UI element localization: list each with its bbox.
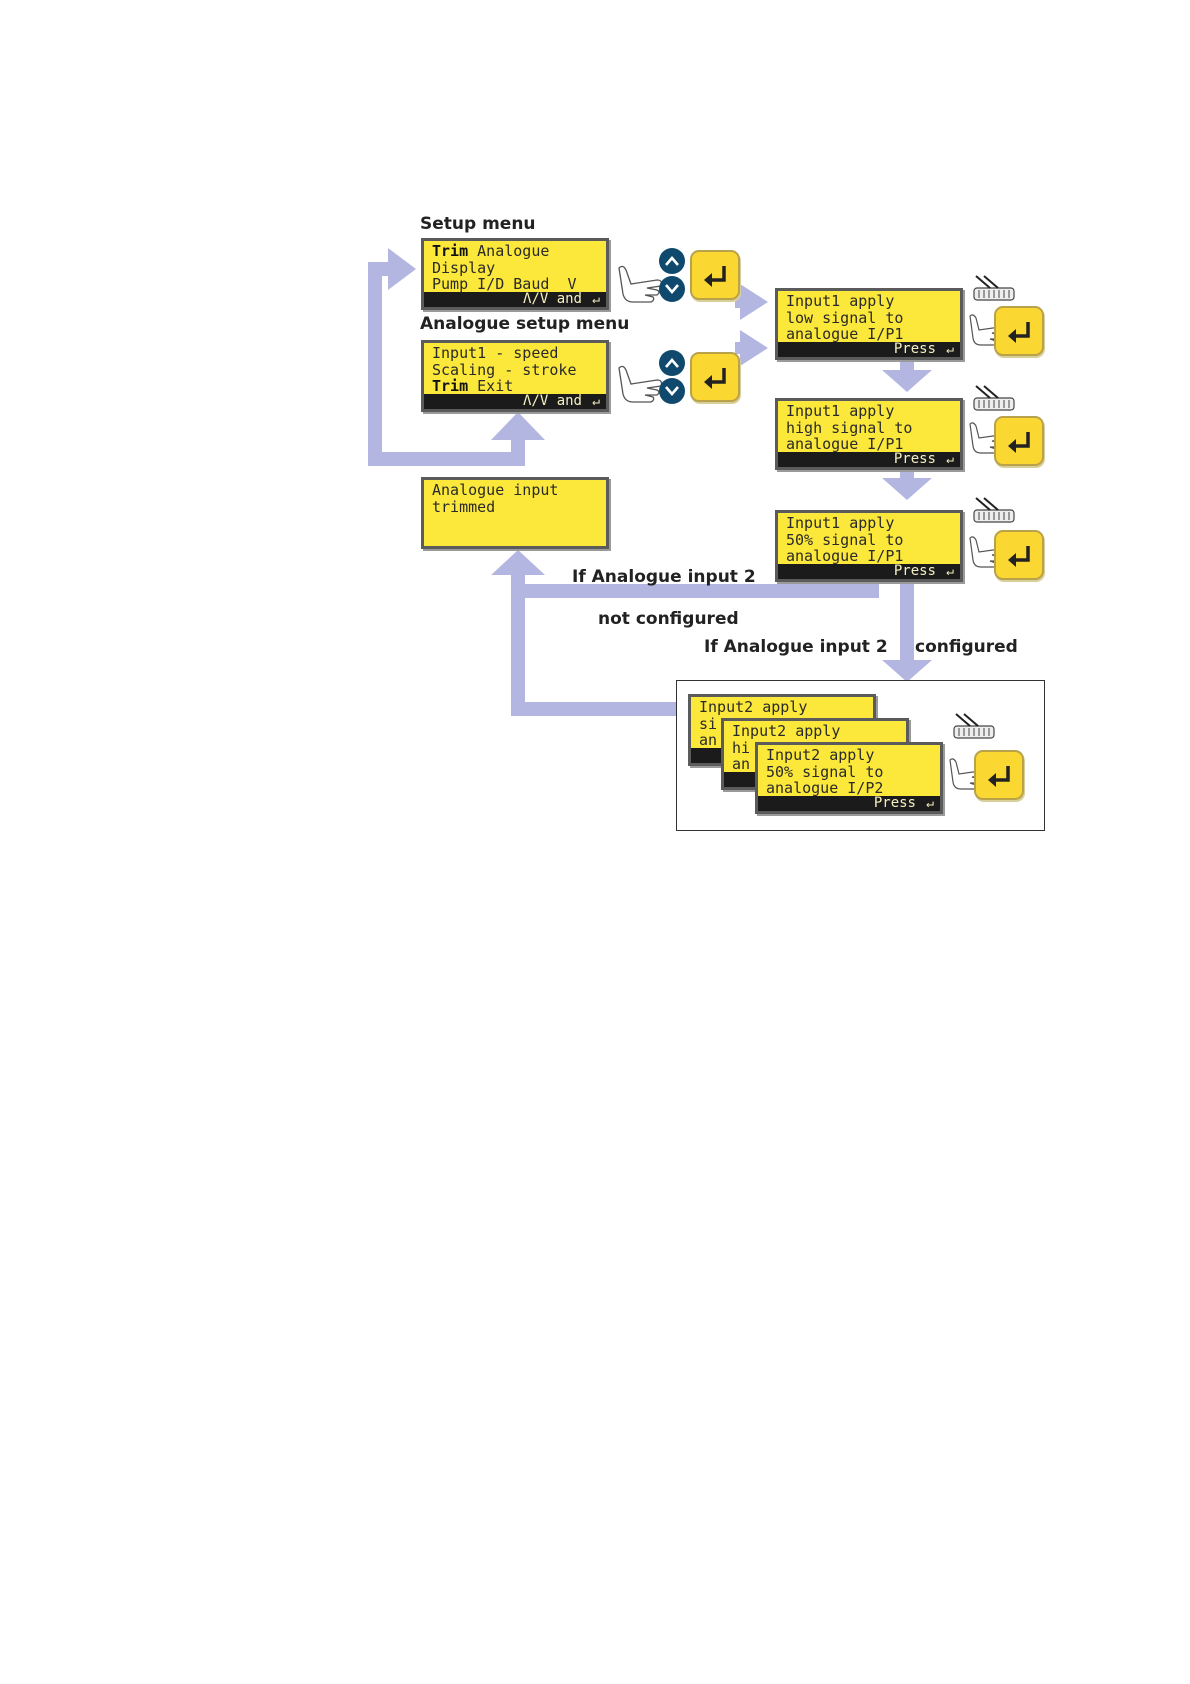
lcd-setup-menu: Trim Analogue Display Pump I/D Baud V Λ/… — [421, 238, 609, 310]
signal-source-icon — [973, 275, 1015, 301]
trimmed-to-analogue-head — [491, 412, 545, 440]
configured-arrow-shaft — [900, 582, 914, 662]
chain-arrow-1-head — [882, 370, 932, 392]
in1-low-bar: Press — [893, 341, 936, 357]
down-arrow-button[interactable] — [659, 276, 685, 302]
trimmed-row2: trimmed — [432, 497, 496, 516]
enter-key-icon — [1008, 432, 1030, 453]
loop-left-top — [368, 262, 390, 276]
in1-50-row2: 50% signal to — [786, 530, 904, 549]
enter-symbol-icon: ↵ — [592, 292, 600, 307]
in1-50-row3: analogue I/P1 — [786, 547, 904, 565]
in2-mid-row3: an — [732, 755, 751, 773]
in2-mid-row2: hi — [732, 738, 751, 757]
trimmed-to-analogue-shaft — [511, 434, 525, 466]
trimmed-row1: Analogue input — [432, 481, 559, 499]
in1-low-row2: low signal to — [786, 308, 904, 327]
lcd-analogue-setup-menu: Input1 - speed Scaling - stroke Trim Exi… — [421, 340, 609, 412]
label-if-input2-configured: If Analogue input 2 — [704, 637, 888, 657]
enter-symbol-icon: ↵ — [946, 564, 954, 579]
in2-mid-row1: Input2 apply — [732, 722, 841, 740]
enter-symbol-icon: ↵ — [592, 394, 600, 409]
in1-50-row1: Input1 apply — [786, 514, 895, 532]
in1-high-row2: high signal to — [786, 418, 913, 437]
analogue-row3-bold: Trim — [432, 377, 469, 395]
analogue-row2: Scaling - stroke — [432, 360, 577, 379]
enter-key-icon — [704, 368, 726, 389]
down-arrow-icon — [665, 386, 679, 396]
signal-source-icon — [953, 713, 995, 739]
in1-high-bar: Press — [893, 451, 936, 467]
enter-key-analogue[interactable] — [690, 352, 740, 402]
loop-left-bottom — [368, 452, 518, 466]
enter-key-setup[interactable] — [690, 250, 740, 300]
setup-row1-bold: Trim — [432, 242, 469, 260]
setup-row1-rest: Analogue — [468, 242, 550, 260]
enter-symbol-icon: ↵ — [946, 452, 954, 467]
setup-row2: Display — [432, 258, 496, 277]
enter-key-in1-low[interactable] — [994, 306, 1044, 356]
enter-key-in1-50[interactable] — [994, 530, 1044, 580]
in1-high-row3: analogue I/P1 — [786, 435, 904, 453]
setup-to-in1-head — [740, 284, 768, 320]
in1-low-row3: analogue I/P1 — [786, 325, 904, 343]
down-arrow-icon — [665, 284, 679, 294]
in2-back-row1: Input2 apply — [699, 698, 808, 716]
return-arrowhead — [491, 550, 545, 575]
setup-bar-text: Λ/V and — [522, 291, 582, 307]
down-arrow-button[interactable] — [659, 378, 685, 404]
analogue-row1: Input1 - speed — [432, 344, 559, 362]
analogue-row3-rest: Exit — [468, 377, 514, 395]
in1-high-row1: Input1 apply — [786, 402, 895, 420]
return-horizontal-upper — [511, 584, 879, 598]
loop-arrowhead-setup — [388, 248, 416, 290]
lcd-input1-50: Input1 apply 50% signal to analogue I/P1… — [775, 510, 963, 582]
in2-front-row2: 50% signal to — [766, 762, 884, 781]
lcd-input1-high: Input1 apply high signal to analogue I/P… — [775, 398, 963, 470]
lcd-analogue-input-trimmed: Analogue input trimmed — [421, 477, 609, 549]
enter-key-icon — [1008, 546, 1030, 567]
enter-key-in2[interactable] — [974, 750, 1024, 800]
in2-front-row1: Input2 apply — [766, 746, 875, 764]
in1-low-row1: Input1 apply — [786, 292, 895, 310]
up-arrow-icon — [665, 358, 679, 368]
label-not-configured: not configured — [598, 609, 739, 629]
in1-50-bar: Press — [893, 563, 936, 579]
up-arrow-button[interactable] — [659, 350, 685, 376]
up-arrow-button[interactable] — [659, 248, 685, 274]
enter-key-icon — [988, 766, 1010, 787]
label-analogue-setup-menu: Analogue setup menu — [420, 314, 630, 334]
enter-key-icon — [704, 266, 726, 287]
label-setup-menu: Setup menu — [420, 214, 536, 234]
configured-arrow-head — [882, 660, 932, 682]
lcd-input1-low: Input1 apply low signal to analogue I/P1… — [775, 288, 963, 360]
loop-left-vertical — [368, 262, 382, 466]
in2-back-row3: an — [699, 731, 718, 749]
analogue-to-in1-head — [740, 330, 768, 366]
enter-symbol-icon: ↵ — [926, 796, 934, 811]
enter-key-icon — [1008, 322, 1030, 343]
return-vertical — [511, 568, 525, 716]
signal-source-icon — [973, 385, 1015, 411]
lcd-input2-front: Input2 apply 50% signal to analogue I/P2… — [755, 742, 943, 814]
enter-symbol-icon: ↵ — [946, 342, 954, 357]
in2-back-row2: si — [699, 714, 718, 733]
analogue-bar-text: Λ/V and — [522, 393, 582, 409]
label-configured: configured — [915, 637, 1018, 657]
setup-row3: Pump I/D Baud V — [432, 275, 577, 293]
return-horizontal-lower — [511, 702, 676, 716]
label-if-input2: If Analogue input 2 — [572, 567, 756, 587]
up-arrow-icon — [665, 256, 679, 266]
in2-front-bar: Press — [873, 795, 916, 811]
signal-source-icon — [973, 497, 1015, 523]
chain-arrow-2-head — [882, 478, 932, 500]
in2-front-row3: analogue I/P2 — [766, 779, 884, 797]
enter-key-in1-high[interactable] — [994, 416, 1044, 466]
